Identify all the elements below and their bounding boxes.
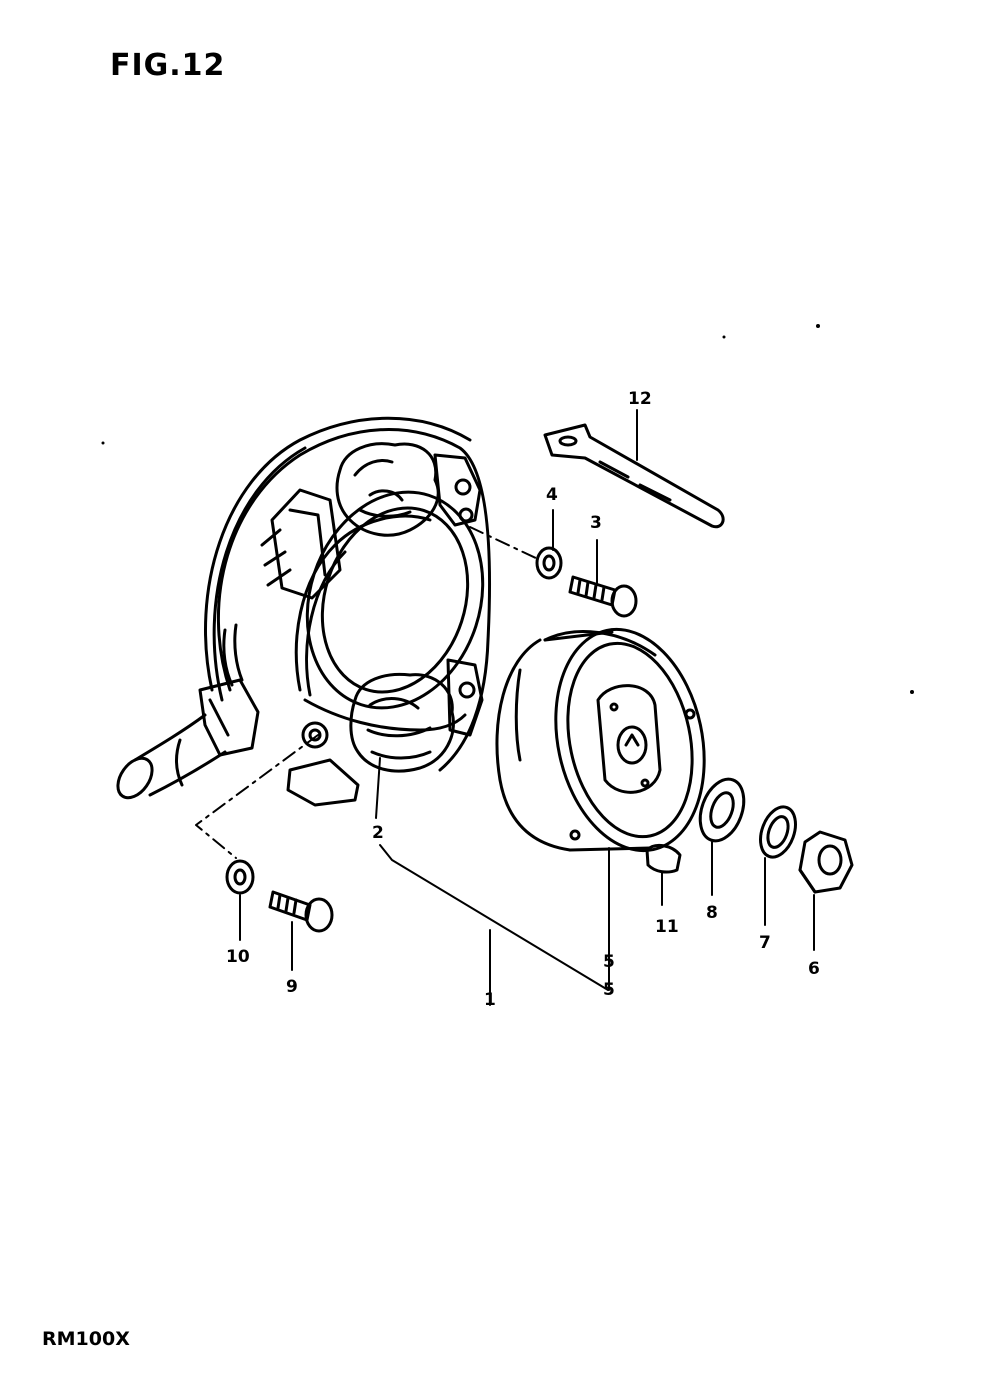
callout-1: 1: [484, 990, 496, 1010]
model-code: RM100X: [42, 1328, 130, 1350]
figure-title: FIG.12: [110, 48, 226, 83]
callout-3: 3: [590, 513, 602, 533]
callout-11: 11: [655, 917, 679, 937]
callout-9: 9: [286, 977, 298, 997]
callout-7: 7: [759, 933, 771, 953]
callout-12: 12: [628, 389, 652, 409]
screw-3: [568, 575, 638, 618]
washer-8: [698, 777, 746, 843]
screw-9: [268, 890, 334, 933]
callout-8: 8: [706, 903, 718, 923]
flywheel-rotor: [495, 627, 706, 853]
key-11: [645, 843, 682, 874]
leader-lines: [195, 409, 815, 1006]
callout-6: 6: [808, 959, 820, 979]
callout-labels: 1 2 3 4 5 5 6 7 8 9 10 11 12: [226, 389, 820, 1010]
washer-10: [225, 859, 255, 895]
callout-5-assembly: 5: [603, 980, 615, 1000]
callout-2: 2: [372, 823, 384, 843]
callout-4: 4: [546, 485, 558, 505]
lead-wire-clamp: [543, 423, 725, 529]
stator-plate-assembly: [116, 416, 492, 807]
washer-4: [535, 546, 563, 580]
lock-washer-7: [759, 805, 797, 859]
callout-5-rotor: 5: [603, 952, 615, 972]
nut-6: [798, 830, 854, 894]
callout-10: 10: [226, 947, 250, 967]
scan-specks: [101, 324, 914, 694]
